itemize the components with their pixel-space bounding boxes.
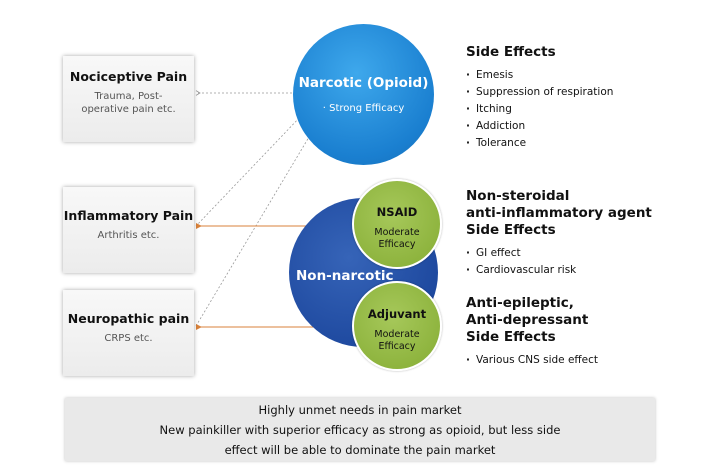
pain-subtitle: Trauma, Post-operative pain etc. <box>81 91 176 115</box>
side-effects-title-line3: Side Effects <box>466 222 556 238</box>
nsaid-efficacy-text: Moderate Efficacy <box>374 227 420 250</box>
side-effects-title-line3: Side Effects <box>466 329 556 345</box>
side-effects-list: Emesis Suppression of respiration Itchin… <box>466 67 613 152</box>
neuropathic-pain-box: Neuropathic pain CRPS etc. <box>63 290 194 376</box>
list-item: Cardiovascular risk <box>466 262 652 279</box>
side-effects-title-line1: Non-steroidal <box>466 188 570 204</box>
summary-line1: Highly unmet needs in pain market <box>258 403 462 417</box>
pain-title: Nociceptive Pain <box>69 69 188 84</box>
pain-title: Neuropathic pain <box>67 311 190 326</box>
side-effects-title-line2: anti-inflammatory agent <box>466 205 652 221</box>
adjuvant-circle: Adjuvant Moderate Efficacy <box>352 281 442 371</box>
narcotic-efficacy: · Strong Efficacy <box>322 103 405 114</box>
side-effects-list: GI effect Cardiovascular risk <box>466 245 652 279</box>
adjuvant-title: Adjuvant <box>367 307 427 321</box>
list-item: GI effect <box>466 245 652 262</box>
adjuvant-efficacy-text: Moderate Efficacy <box>374 329 420 352</box>
pain-title: Inflammatory Pain <box>63 208 194 223</box>
list-item: Itching <box>466 101 613 118</box>
list-item: Emesis <box>466 67 613 84</box>
side-effects-title-line2: Anti-depressant <box>466 312 589 328</box>
list-item: Suppression of respiration <box>466 84 613 101</box>
opioid-to-neuropathic-arrow <box>195 131 313 327</box>
side-effects-list: Various CNS side effect <box>466 352 598 369</box>
side-effects-title: Side Effects <box>466 44 556 60</box>
narcotic-opioid-circle: Narcotic (Opioid) · Strong Efficacy <box>293 24 434 165</box>
nociceptive-pain-box: Nociceptive Pain Trauma, Post-operative … <box>63 56 194 142</box>
side-effects-title-line1: Anti-epileptic, <box>466 295 574 311</box>
adjuvant-efficacy: Moderate Efficacy <box>354 329 440 353</box>
opioid-to-inflammatory-arrow <box>195 114 303 227</box>
narcotic-title: Narcotic (Opioid) <box>298 75 429 91</box>
inflammatory-pain-box: Inflammatory Pain Arthritis etc. <box>63 187 194 273</box>
pain-subtitle: Arthritis etc. <box>97 230 160 241</box>
nsaid-side-effects: Non-steroidal anti-inflammatory agent Si… <box>466 188 652 279</box>
summary-box: Highly unmet needs in pain market New pa… <box>65 398 655 461</box>
list-item: Various CNS side effect <box>466 352 598 369</box>
pain-subtitle: CRPS etc. <box>104 333 153 344</box>
narcotic-side-effects: Side Effects Emesis Suppression of respi… <box>466 44 613 152</box>
adjuvant-side-effects: Anti-epileptic, Anti-depressant Side Eff… <box>466 295 598 369</box>
list-item: Tolerance <box>466 135 613 152</box>
list-item: Addiction <box>466 118 613 135</box>
nsaid-circle: NSAID Moderate Efficacy <box>352 179 442 269</box>
summary-line3: effect will be able to dominate the pain… <box>224 443 496 457</box>
nsaid-title: NSAID <box>376 205 418 219</box>
summary-line2: New painkiller with superior efficacy as… <box>159 423 561 437</box>
nsaid-efficacy: Moderate Efficacy <box>354 227 440 251</box>
non-narcotic-title: Non-narcotic <box>296 268 394 284</box>
